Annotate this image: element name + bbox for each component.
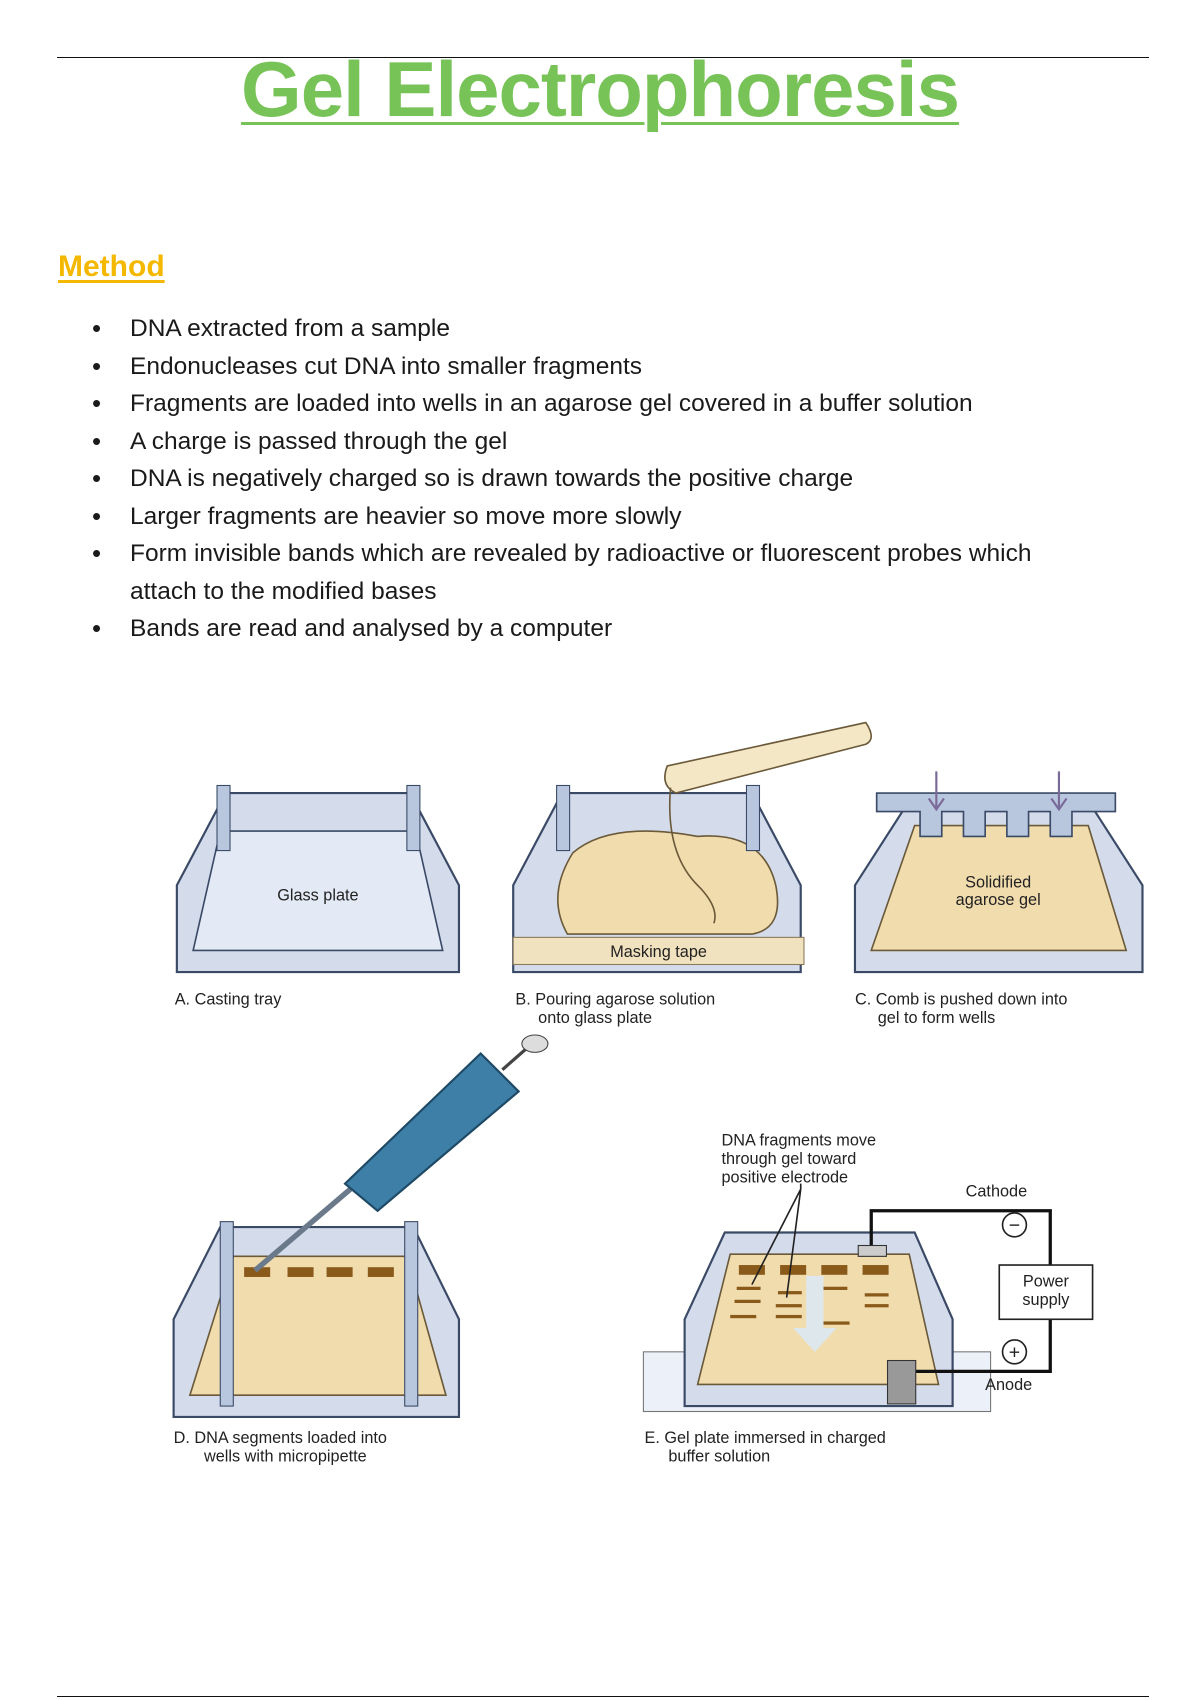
- panel-a-casting-tray: Glass plate A. Casting tray: [175, 784, 461, 1009]
- glass-plate-label: Glass plate: [277, 886, 358, 904]
- caption-d-line1: D. DNA segments loaded into: [174, 1429, 387, 1447]
- panel-d-loading: D. DNA segments loaded into wells with m…: [172, 1034, 549, 1465]
- list-item: Fragments are loaded into wells in an ag…: [92, 385, 1098, 423]
- annotation-line3: positive electrode: [722, 1169, 849, 1187]
- bottom-rule: [57, 1696, 1149, 1697]
- solidified-label: Solidified: [965, 873, 1031, 891]
- annotation-line1: DNA fragments move: [722, 1132, 877, 1150]
- caption-e-line1: E. Gel plate immersed in charged: [644, 1429, 885, 1447]
- panel-b-pouring: Masking tape B. Pouring agarose solution…: [512, 721, 873, 1027]
- list-item: A charge is passed through the gel: [92, 423, 1098, 461]
- caption-a: A. Casting tray: [175, 991, 283, 1009]
- masking-tape-label: Masking tape: [610, 943, 707, 961]
- list-item: Larger fragments are heavier so move mor…: [92, 498, 1098, 536]
- minus-terminal-icon: [1001, 1212, 1028, 1238]
- list-item: Endonucleases cut DNA into smaller fragm…: [92, 348, 1098, 386]
- caption-c-line2: gel to form wells: [878, 1009, 996, 1027]
- caption-c-line1: C. Comb is pushed down into: [855, 991, 1067, 1009]
- section-heading-method: Method: [58, 250, 165, 283]
- caption-b-line2: onto glass plate: [538, 1009, 652, 1027]
- page-title: Gel Electrophoresis: [241, 45, 960, 133]
- caption-b-line1: B. Pouring agarose solution: [515, 991, 715, 1009]
- micropipette-icon: [253, 1034, 549, 1273]
- gel-electrophoresis-diagram: Glass plate A. Casting tray Masking tape…: [172, 721, 1144, 1465]
- method-list: DNA extracted from a sample Endonuclease…: [92, 310, 1098, 648]
- down-arrow-icon: [927, 771, 1068, 812]
- top-rule: [57, 57, 1149, 58]
- minus-sign: −: [1009, 1214, 1020, 1236]
- plus-terminal-icon: [1001, 1339, 1028, 1365]
- list-item: Form invisible bands which are revealed …: [92, 535, 1098, 610]
- list-item: Bands are read and analysed by a compute…: [92, 610, 1098, 648]
- agarose-gel-label: agarose gel: [956, 891, 1041, 909]
- anode-label: Anode: [985, 1376, 1032, 1394]
- caption-d-line2: wells with micropipette: [203, 1447, 367, 1465]
- list-item: DNA is negatively charged so is drawn to…: [92, 460, 1098, 498]
- power-label: Power: [1023, 1273, 1070, 1291]
- caption-e-line2: buffer solution: [668, 1447, 770, 1465]
- migration-arrow-icon: [793, 1275, 837, 1352]
- panel-e-running: Power supply − + Cathode Anode DNA fragm…: [642, 1132, 1094, 1465]
- cathode-label: Cathode: [966, 1183, 1028, 1201]
- annotation-line2: through gel toward: [722, 1150, 857, 1168]
- plus-sign: +: [1009, 1341, 1020, 1363]
- list-item: DNA extracted from a sample: [92, 310, 1098, 348]
- power-supply-box: [998, 1264, 1094, 1321]
- beaker-tube-icon: [664, 721, 873, 794]
- supply-label: supply: [1022, 1291, 1070, 1309]
- circuit-wire: [869, 1209, 1052, 1373]
- panel-c-comb: Solidified agarose gel C. Comb is pushed…: [853, 771, 1144, 1027]
